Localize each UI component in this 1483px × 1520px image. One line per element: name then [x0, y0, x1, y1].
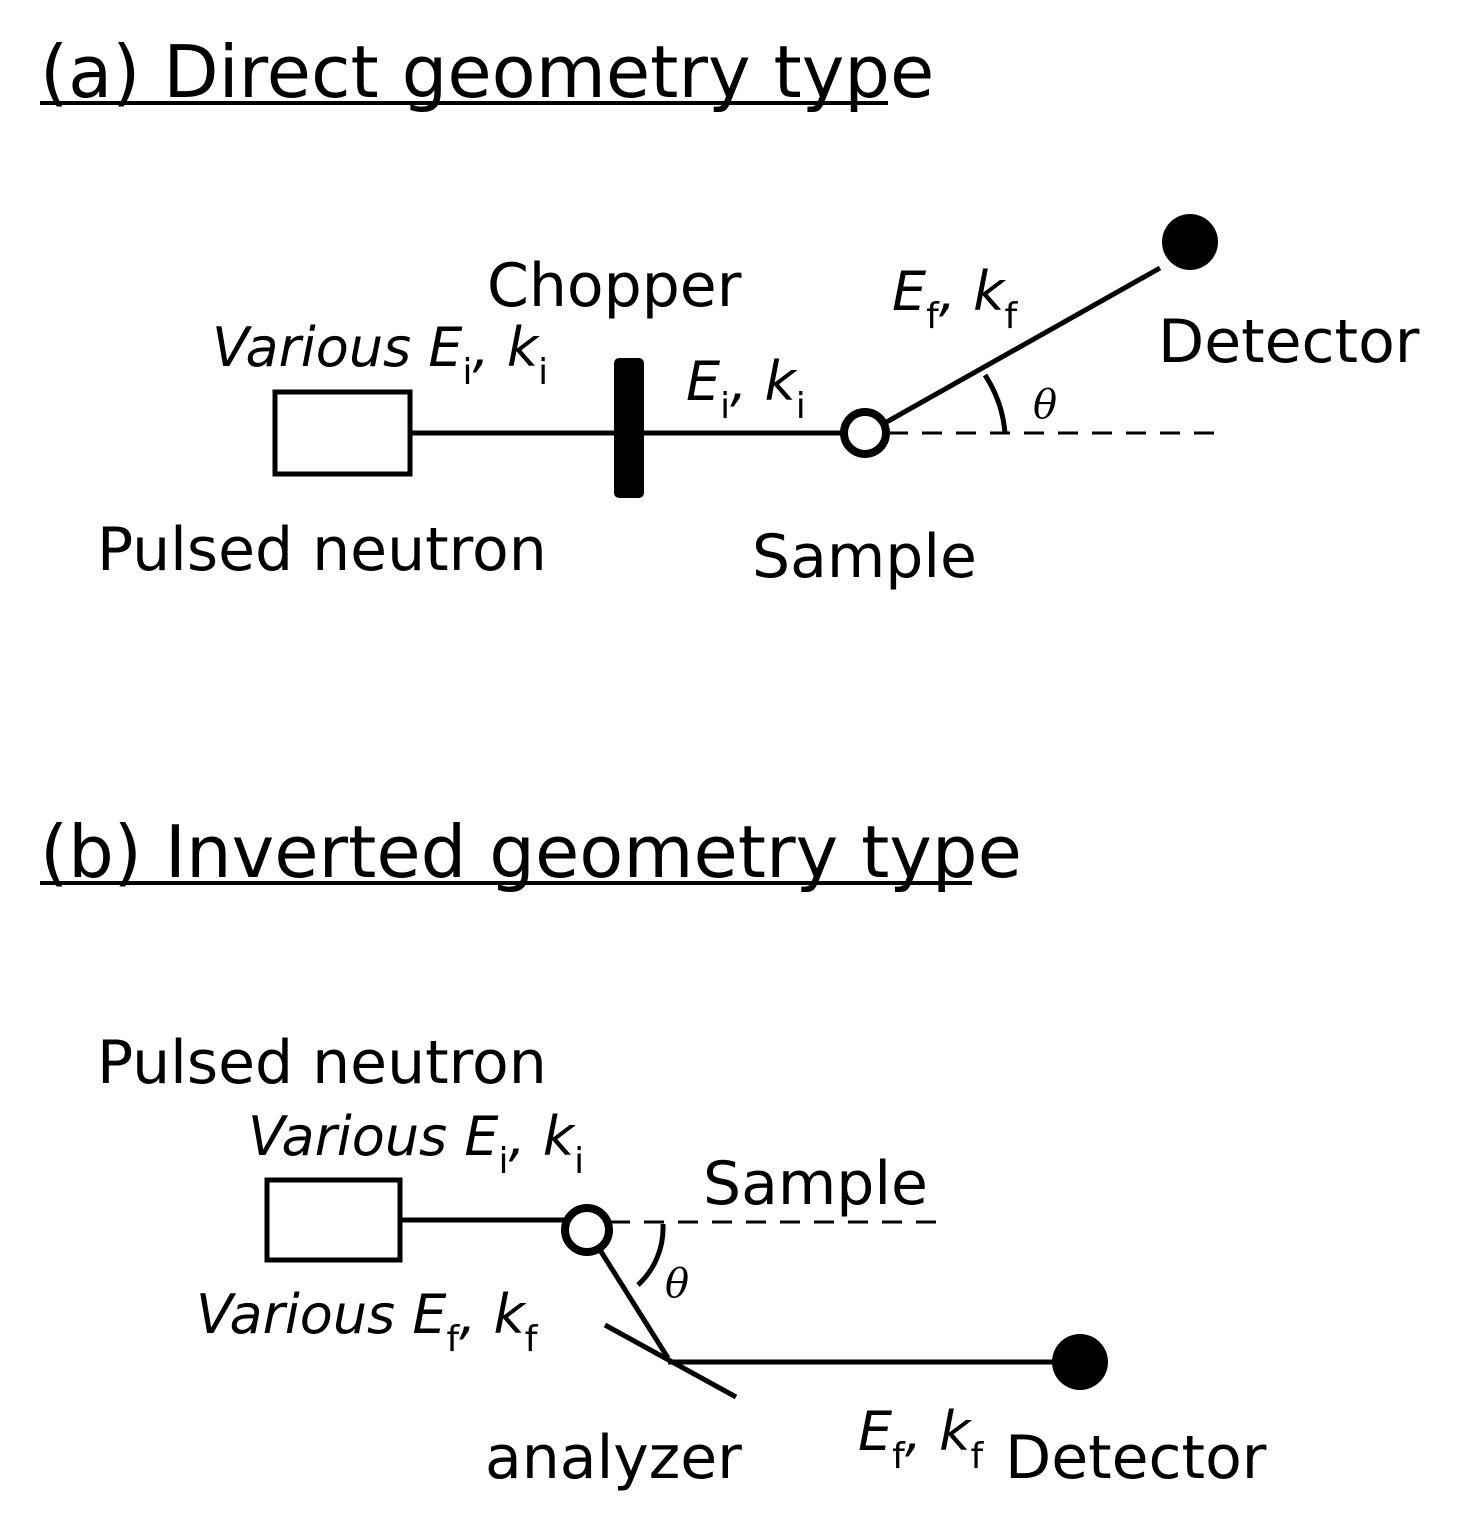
scattered-beam-line — [881, 265, 1162, 427]
monochromatic-energy-label: Ei, ki — [686, 350, 806, 427]
scattering-angle-arc — [636, 1223, 666, 1287]
theta-label: θ — [665, 1261, 689, 1307]
panel-b-title: (b) Inverted geometry type — [40, 810, 1022, 894]
scattered-energy-label: Various Ef, kf — [196, 1283, 539, 1360]
sample-label: Sample — [752, 522, 977, 592]
pulsed-neutron-source-box — [272, 389, 413, 477]
detector-dot — [1162, 214, 1218, 270]
sample-circle — [561, 1204, 613, 1256]
pulsed-neutron-source-box — [264, 1177, 403, 1263]
incident-energy-label: Various Ei, ki — [212, 316, 548, 393]
scattering-angle-arc — [982, 373, 1008, 434]
scattered-energy-label: Ef, kf — [892, 260, 1018, 337]
detector-label: Detector — [1005, 1423, 1267, 1493]
panel-a-title: (a) Direct geometry type — [40, 30, 934, 114]
analyzed-energy-label: Ef, kf — [858, 1400, 984, 1477]
sample-label: Sample — [703, 1149, 928, 1219]
scattered-beam-line — [597, 1248, 671, 1360]
detector-label: Detector — [1158, 307, 1420, 377]
sample-circle — [840, 408, 890, 458]
pulsed-neutron-label: Pulsed neutron — [97, 1028, 547, 1098]
pulsed-neutron-label: Pulsed neutron — [97, 515, 547, 585]
detector-dot — [1052, 1334, 1108, 1390]
panel-b: (b) Inverted geometry type θ Pulsed neut… — [40, 810, 1267, 1493]
theta-label: θ — [1033, 382, 1057, 428]
incident-energy-label: Various Ei, ki — [248, 1105, 584, 1182]
chopper-label: Chopper — [487, 251, 742, 321]
chopper-bar — [614, 358, 644, 498]
panel-a: (a) Direct geometry type θ Chopper Pulse… — [40, 30, 1420, 592]
analyzer-label: analyzer — [485, 1423, 742, 1493]
